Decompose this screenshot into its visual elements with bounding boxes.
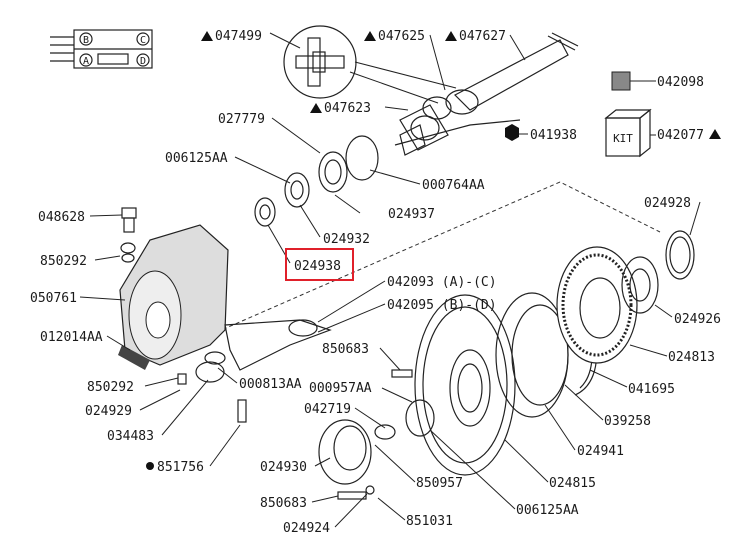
label-042098: 042098: [657, 75, 704, 90]
label-000813AA: 000813AA: [239, 377, 302, 392]
label-012014AA: 012014AA: [40, 330, 103, 345]
label-024932: 024932: [323, 232, 370, 247]
orientation-legend: B C A D: [50, 29, 153, 69]
kit-label: KIT: [613, 132, 633, 145]
legend-pos-c: C: [140, 35, 146, 46]
seal-024928: [665, 230, 695, 280]
label-047625: 047625: [378, 29, 425, 44]
ring-gear: [556, 246, 638, 364]
label-024941: 024941: [577, 444, 624, 459]
label-042095: 042095 (B)-(D): [387, 298, 497, 313]
ujoint-detail: [283, 25, 457, 104]
triangle-marker-icon: [364, 31, 376, 41]
axis-line: [209, 181, 661, 336]
label-024926: 024926: [674, 312, 721, 327]
triangle-marker-icon: [201, 31, 213, 41]
label-024815: 024815: [549, 476, 596, 491]
markers: [146, 31, 721, 470]
part-042098-block: [611, 71, 656, 91]
highlight-box: [285, 248, 354, 281]
label-027779: 027779: [218, 112, 265, 127]
label-024938: 024938: [294, 259, 341, 274]
label-006125AA-bottom: 006125AA: [516, 503, 579, 518]
label-850292-top: 850292: [40, 254, 87, 269]
legend-pos-b: B: [83, 35, 89, 46]
drive-shaft: [394, 32, 579, 156]
label-048628: 048628: [38, 210, 85, 225]
bearing-024926: [621, 256, 659, 314]
cap-024930: [318, 399, 435, 485]
label-047499: 047499: [215, 29, 262, 44]
legend-pos-d: D: [140, 56, 146, 67]
triangle-marker-icon: [310, 103, 322, 113]
label-024928: 024928: [644, 196, 691, 211]
part-042077-kit: KIT: [604, 108, 656, 158]
label-041695: 041695: [628, 382, 675, 397]
triangle-marker-icon: [709, 129, 721, 139]
left-bolts: [120, 207, 247, 423]
part-labels: 047499 047625 047627 042098 047623 04193…: [30, 29, 721, 536]
label-024930: 024930: [260, 460, 307, 475]
triangle-marker-icon: [445, 31, 457, 41]
label-041938: 041938: [530, 128, 577, 143]
label-024929: 024929: [85, 404, 132, 419]
label-039258: 039258: [604, 414, 651, 429]
dot-marker-icon: [146, 462, 154, 470]
label-024813: 024813: [668, 350, 715, 365]
axle-housing: [118, 224, 229, 370]
label-851756: 851756: [157, 460, 204, 475]
upper-bearings: [254, 135, 379, 227]
label-000957AA: 000957AA: [309, 381, 372, 396]
housing-arm: [224, 319, 332, 371]
leader-lines: [79, 32, 701, 528]
label-047627: 047627: [459, 29, 506, 44]
brake-ring: [495, 292, 569, 418]
label-850292-bottom: 850292: [87, 380, 134, 395]
label-047623: 047623: [324, 101, 371, 116]
label-851031: 851031: [406, 514, 453, 529]
label-024937: 024937: [388, 207, 435, 222]
label-850957: 850957: [416, 476, 463, 491]
label-042719: 042719: [304, 402, 351, 417]
label-850683-bottom: 850683: [260, 496, 307, 511]
label-050761: 050761: [30, 291, 77, 306]
label-000764AA: 000764AA: [422, 178, 485, 193]
label-006125AA-top: 006125AA: [165, 151, 228, 166]
label-024924: 024924: [283, 521, 330, 536]
label-850683-top: 850683: [322, 342, 369, 357]
label-034483: 034483: [107, 429, 154, 444]
label-042093: 042093 (A)-(C): [387, 275, 497, 290]
label-042077: 042077: [657, 128, 704, 143]
legend-pos-a: A: [83, 56, 89, 67]
part-041938-nut: [505, 124, 528, 141]
